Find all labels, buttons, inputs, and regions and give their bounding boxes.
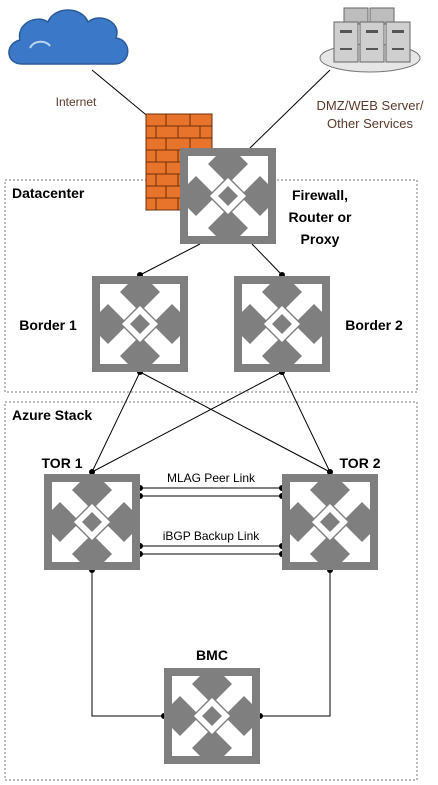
datacenter-label: Datacenter bbox=[12, 185, 85, 201]
tor2-switch-icon bbox=[282, 474, 378, 570]
fw-border1-link bbox=[139, 243, 201, 276]
dmz-label-line2: Other Services bbox=[327, 116, 413, 131]
bmc-label: BMC bbox=[196, 647, 228, 663]
border2-label: Border 2 bbox=[345, 317, 403, 333]
bmc-switch-icon bbox=[164, 668, 260, 764]
tor2-label: TOR 2 bbox=[340, 455, 381, 471]
mlag-label: MLAG Peer Link bbox=[167, 471, 256, 485]
firewall-label-line1: Firewall, bbox=[292, 187, 348, 203]
border2-tor2-link bbox=[281, 371, 331, 473]
border2-switch-icon bbox=[234, 276, 330, 372]
fw-border2-link bbox=[251, 243, 283, 276]
ibgp-label: iBGP Backup Link bbox=[163, 529, 260, 543]
azure-stack-label: Azure Stack bbox=[12, 407, 92, 423]
tor1-bmc-link bbox=[91, 570, 164, 717]
dmz-link bbox=[249, 69, 331, 149]
firewall-switch-icon bbox=[180, 148, 276, 244]
tor1-label: TOR 1 bbox=[42, 455, 83, 471]
server-rack-icon bbox=[319, 7, 421, 73]
internet-label: Internet bbox=[56, 95, 97, 109]
border1-tor1-link bbox=[91, 371, 141, 473]
border1-tor2-link bbox=[139, 371, 331, 473]
dmz-label-line1: DMZ/WEB Server/ bbox=[317, 98, 424, 113]
border2-tor1-link bbox=[91, 371, 283, 473]
border1-label: Border 1 bbox=[19, 317, 77, 333]
cloud-icon bbox=[8, 9, 129, 65]
firewall-label-line2: Router or bbox=[289, 209, 353, 225]
border1-switch-icon bbox=[92, 276, 188, 372]
tor2-bmc-link bbox=[260, 570, 331, 717]
tor1-switch-icon bbox=[44, 474, 140, 570]
firewall-label-line3: Proxy bbox=[301, 231, 340, 247]
azure-stack-box bbox=[4, 401, 418, 781]
